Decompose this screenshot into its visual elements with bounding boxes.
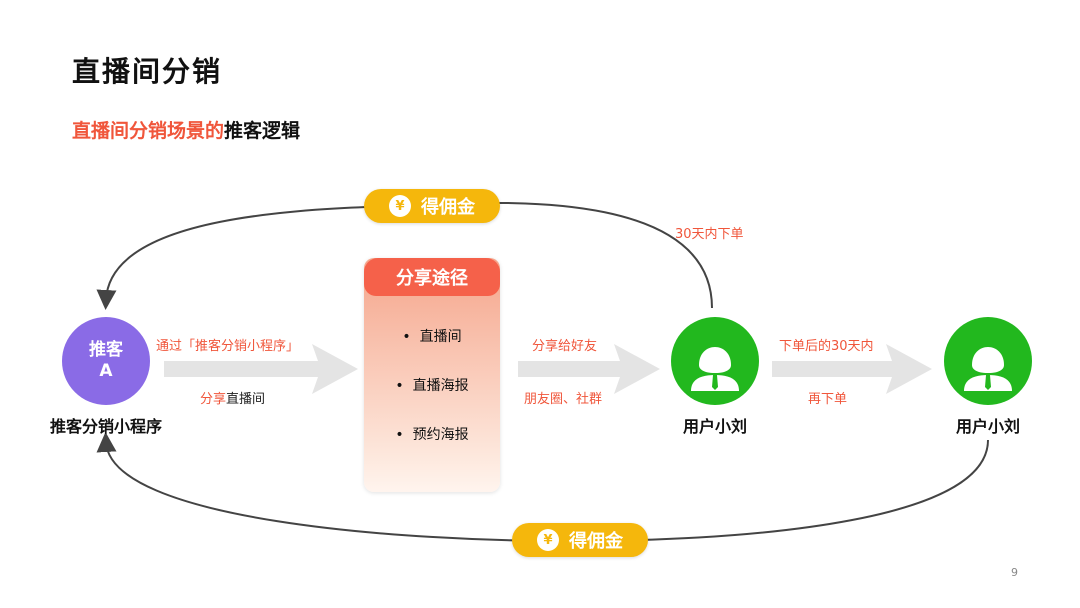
arrow1-bottom-dark: 直播间: [226, 392, 266, 407]
page-number: 9: [1011, 566, 1018, 579]
arrow2-top-label: 分享给好友: [532, 339, 598, 354]
subtitle-rest: 推客逻辑: [224, 120, 301, 142]
arrow1-bottom-red: 分享: [200, 392, 227, 407]
panel-item: • 直播间: [402, 329, 462, 345]
arrow1-top-label: 通过「推客分销小程序」: [156, 339, 300, 354]
user2-avatar: [944, 317, 1032, 405]
commission-label-top: 得佣金: [421, 197, 475, 218]
user-icon: [691, 347, 739, 391]
panel-item: • 直播海报: [395, 378, 469, 394]
user-icon: [964, 347, 1012, 391]
coin-icon: ¥: [537, 529, 559, 551]
commission-label-bottom: 得佣金: [569, 531, 623, 552]
gray-arrow-1: [164, 344, 358, 394]
panel-title: 分享途径: [364, 258, 500, 296]
subtitle-highlight: 直播间分销场景的: [72, 120, 225, 142]
commission-pill-top: ¥ 得佣金: [364, 189, 500, 223]
gray-arrow-3: [772, 344, 932, 394]
coin-icon: ¥: [389, 195, 411, 217]
share-channels-panel: 分享途径 • 直播间 • 直播海报 • 预约海报: [364, 258, 500, 492]
arrow3-top-label: 下单后的30天内: [779, 339, 874, 354]
user1-avatar: [671, 317, 759, 405]
promoter-a-line1: 推客: [89, 340, 123, 360]
arrow3-bottom-label: 再下单: [808, 392, 848, 407]
promoter-a-caption: 推客分销小程序: [49, 417, 162, 436]
user1-caption: 用户小刘: [682, 417, 747, 436]
panel-item: • 预约海报: [395, 427, 469, 443]
page-subtitle: 直播间分销场景的推客逻辑: [72, 116, 300, 143]
user2-caption: 用户小刘: [955, 417, 1020, 436]
arrow2-bottom-label: 朋友圈、社群: [524, 392, 603, 407]
promoter-a-line2: A: [99, 361, 113, 381]
label-30days-order: 30天内下单: [675, 227, 744, 242]
arrow1-bottom-label: 分享直播间: [200, 388, 265, 407]
gray-arrow-2: [518, 344, 660, 394]
promoter-a-node: 推客 A: [62, 317, 150, 405]
commission-pill-bottom: ¥ 得佣金: [512, 523, 648, 557]
page-title: 直播间分销: [72, 55, 223, 88]
